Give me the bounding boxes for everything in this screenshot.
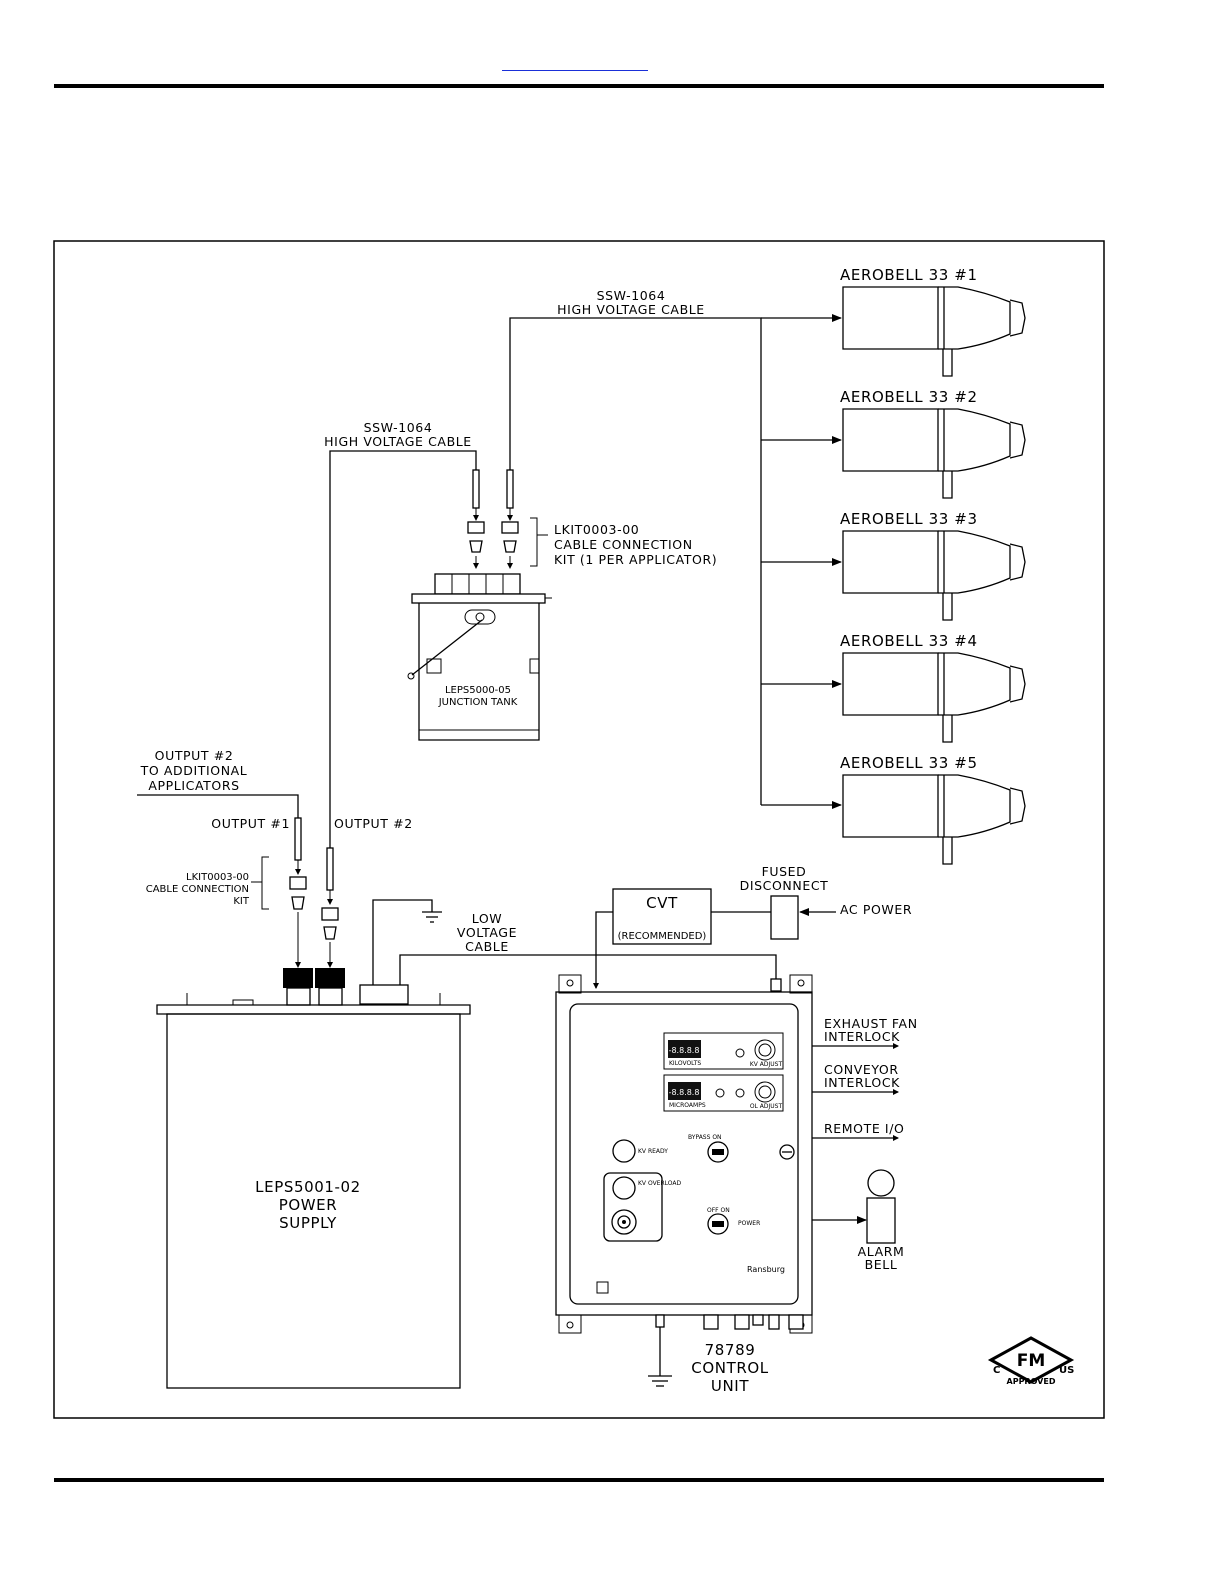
fm-right: US xyxy=(1059,1365,1074,1376)
junction-tank-line1: LEPS5000-05 xyxy=(445,685,511,696)
display-caption-1: KILOVOLTS xyxy=(669,1060,701,1067)
cvt-label: CVT xyxy=(646,894,678,912)
display-caption-2: MICROAMPS xyxy=(669,1102,706,1109)
fused-line2: DISCONNECT xyxy=(740,878,829,893)
exhaust-fan-line1: EXHAUST FAN xyxy=(824,1016,918,1031)
control-unit-line1: 78789 xyxy=(705,1341,756,1359)
output2-additional: OUTPUT #2 TO ADDITIONAL APPLICATORS xyxy=(137,748,299,818)
junction-tank-line2: JUNCTION TANK xyxy=(438,697,518,708)
alarm-bell-line1: ALARM xyxy=(858,1244,905,1259)
kit-left-line1: LKIT0003-00 xyxy=(186,872,249,883)
applicator-label: AEROBELL 33 #4 xyxy=(840,632,978,650)
power-supply-connectors xyxy=(251,817,339,968)
hv-cable-mid-line2: HIGH VOLTAGE CABLE xyxy=(324,434,472,449)
hv-cable-mid-line1: SSW-1064 xyxy=(364,420,433,435)
conveyor-line2: INTERLOCK xyxy=(824,1075,900,1090)
exhaust-fan-line2: INTERLOCK xyxy=(824,1029,900,1044)
power-label: POWER xyxy=(738,1220,760,1227)
power-supply-line1: LEPS5001-02 xyxy=(255,1178,361,1196)
header-rule xyxy=(54,84,1104,88)
low-voltage-line1: LOW xyxy=(472,911,503,926)
junction-tank: LEPS5000-05 JUNCTION TANK xyxy=(407,573,552,741)
off-on-label: OFF ON xyxy=(707,1207,730,1214)
io-connections: EXHAUST FAN INTERLOCK CONVEYOR INTERLOCK… xyxy=(812,1016,918,1224)
fused-line1: FUSED xyxy=(762,864,807,879)
fm-left: C xyxy=(993,1365,1000,1376)
ground-icon xyxy=(648,1327,672,1387)
kv-ready-label: KV READY xyxy=(638,1148,668,1155)
alarm-bell-line2: BELL xyxy=(865,1257,898,1272)
power-supply-line3: SUPPLY xyxy=(279,1214,337,1232)
kv-adjust-label: KV ADJUST xyxy=(750,1061,783,1068)
output2-additional-line1: OUTPUT #2 xyxy=(155,748,234,763)
applicator-label: AEROBELL 33 #2 xyxy=(840,388,978,406)
kit-left-line3: KIT xyxy=(233,896,250,907)
hv-cable-top-line2: HIGH VOLTAGE CABLE xyxy=(557,302,705,317)
output1-label: OUTPUT #1 xyxy=(211,816,290,831)
conveyor-line1: CONVEYOR xyxy=(824,1062,899,1077)
applicator-5: AEROBELL 33 #5 xyxy=(840,754,1026,865)
ground-icon xyxy=(372,899,442,985)
fm-sub: APPROVED xyxy=(1007,1377,1056,1386)
display-2: -8.8.8.8 xyxy=(669,1088,700,1097)
drawing-frame xyxy=(53,240,1105,1419)
alarm-bell-icon: ALARM BELL xyxy=(858,1169,905,1272)
kv-overload-label: KV OVERLOAD xyxy=(638,1180,681,1187)
hv-cable-top-line1: SSW-1064 xyxy=(597,288,666,303)
header-link-underline[interactable] xyxy=(502,56,648,71)
hv-cable-mid: SSW-1064 HIGH VOLTAGE CABLE xyxy=(324,420,477,848)
fm-mark: FM xyxy=(1017,1351,1046,1371)
remote-io-label: REMOTE I/O xyxy=(824,1121,904,1136)
footer-rule xyxy=(54,1478,1104,1482)
applicator-label: AEROBELL 33 #5 xyxy=(840,754,978,772)
ol-adjust-label: OL ADJUST xyxy=(750,1103,783,1110)
output2-additional-line3: APPLICATORS xyxy=(148,778,239,793)
applicator-4: AEROBELL 33 #4 xyxy=(840,632,1026,743)
control-unit-line2: CONTROL xyxy=(691,1359,768,1377)
applicator-2: AEROBELL 33 #2 xyxy=(840,388,1026,499)
low-voltage-line3: CABLE xyxy=(465,939,509,954)
fm-approved-logo: FM C US APPROVED xyxy=(987,1336,1074,1386)
power-supply-line2: POWER xyxy=(279,1196,338,1214)
kit-left-label: LKIT0003-00 CABLE CONNECTION KIT xyxy=(146,872,250,907)
applicator-label: AEROBELL 33 #3 xyxy=(840,510,978,528)
bypass-on-label: BYPASS ON xyxy=(688,1134,722,1141)
low-voltage-line2: VOLTAGE xyxy=(457,925,517,940)
control-unit: -8.8.8.8 -8.8.8.8 KILOVOLTS MICROAMPS KV… xyxy=(555,974,813,1395)
output2-additional-line2: TO ADDITIONAL xyxy=(140,763,248,778)
kit-top-line1: LKIT0003-00 xyxy=(554,522,639,537)
fused-disconnect: FUSED DISCONNECT AC POWER xyxy=(740,864,912,940)
junction-connectors xyxy=(467,469,548,569)
kit-top-line3: KIT (1 PER APPLICATOR) xyxy=(554,552,717,567)
output2-label: OUTPUT #2 xyxy=(334,816,413,831)
control-unit-line3: UNIT xyxy=(711,1377,749,1395)
applicator-1: AEROBELL 33 #1 xyxy=(840,266,1026,377)
display-1: -8.8.8.8 xyxy=(669,1046,700,1055)
brand-label: Ransburg xyxy=(747,1265,785,1274)
power-supply: LEPS5001-02 POWER SUPPLY xyxy=(156,968,471,1389)
applicator-label: AEROBELL 33 #1 xyxy=(840,266,978,284)
low-voltage-cable: LOW VOLTAGE CABLE xyxy=(399,911,777,985)
kit-top-line2: CABLE CONNECTION xyxy=(554,537,693,552)
ac-power-label: AC POWER xyxy=(840,902,912,917)
hv-cable-top: SSW-1064 HIGH VOLTAGE CABLE xyxy=(509,288,842,809)
cvt-box: CVT (RECOMMENDED) xyxy=(593,888,771,989)
kit-left-line2: CABLE CONNECTION xyxy=(146,884,249,895)
kit-top-label: LKIT0003-00 CABLE CONNECTION KIT (1 PER … xyxy=(554,522,717,567)
applicator-3: AEROBELL 33 #3 xyxy=(840,510,1026,621)
cvt-note: (RECOMMENDED) xyxy=(618,931,707,942)
